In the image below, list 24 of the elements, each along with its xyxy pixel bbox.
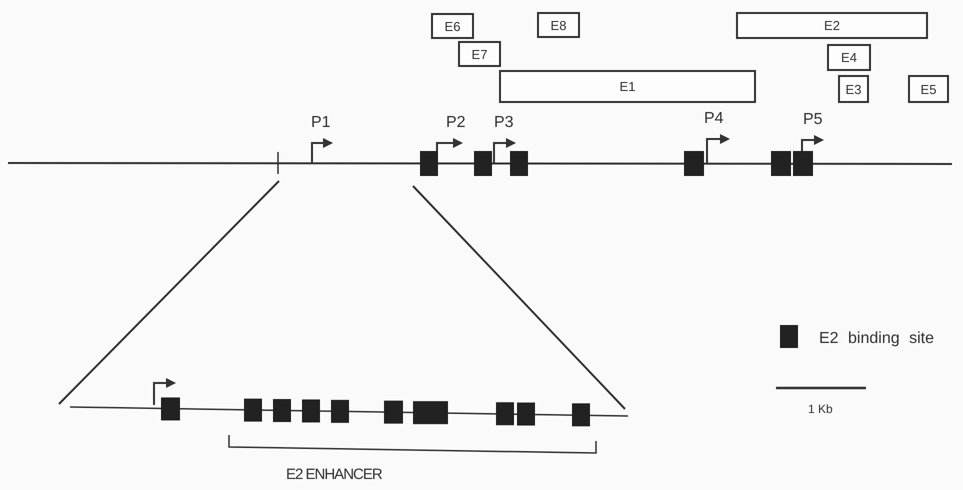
gene-box: [908, 75, 949, 103]
scale-label: 1 Kb: [808, 402, 833, 416]
legend-text: E2 binding site: [819, 330, 934, 348]
gene-box: [499, 70, 756, 103]
gene-label: E8: [550, 18, 566, 32]
gene-box: [736, 12, 928, 39]
gene-label: E2: [824, 18, 840, 33]
gene-box: [827, 44, 871, 71]
promoter-label: P5: [803, 111, 823, 129]
gene-label: E7: [472, 46, 488, 62]
promoter-label: P2: [446, 114, 466, 132]
promoter-label: P4: [704, 110, 724, 128]
gene-box: [431, 13, 474, 39]
gene-label: E1: [620, 79, 636, 94]
gene-label: E4: [841, 50, 857, 65]
gene-label: E6: [444, 18, 460, 34]
gene-box: [537, 12, 580, 38]
promoter-label: P3: [494, 114, 514, 132]
gene-box: [838, 75, 869, 103]
gene-label: E3: [846, 82, 862, 96]
region-label: E2 ENHANCER: [286, 466, 382, 483]
promoter-label: P1: [311, 114, 331, 132]
gene-box: [458, 41, 501, 67]
gene-label: E5: [920, 82, 936, 96]
